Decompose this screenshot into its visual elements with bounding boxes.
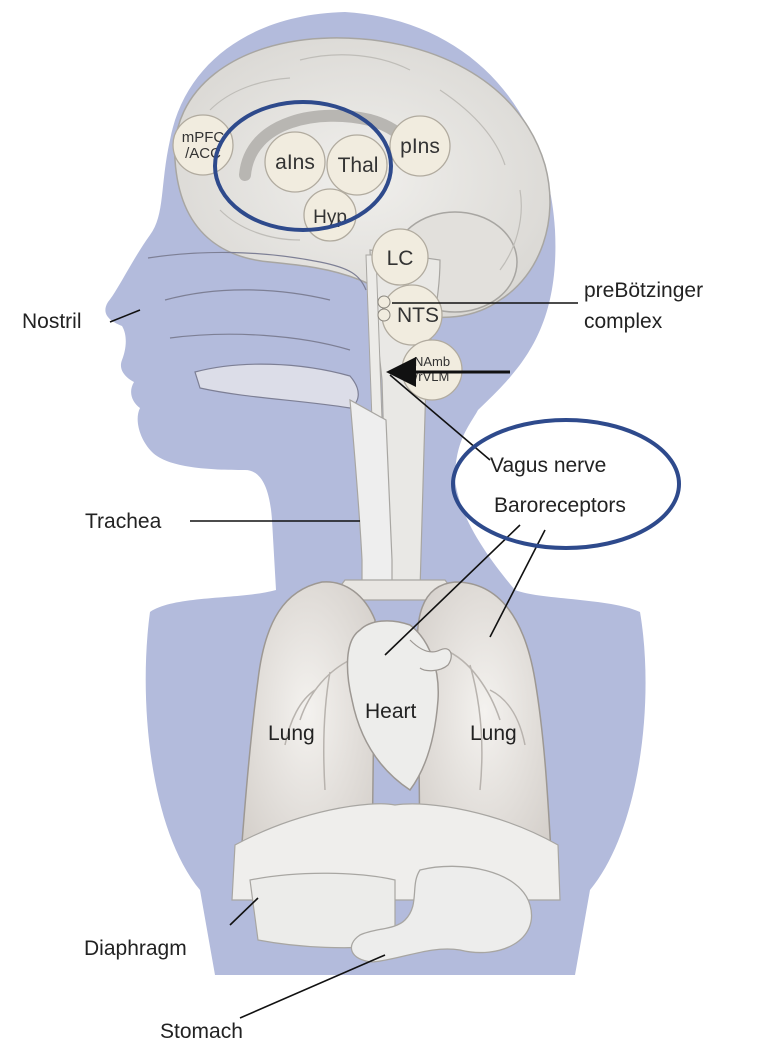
label-nts: NTS [397,304,439,327]
label-lung-left: Lung [268,722,315,745]
label-namb: NAmb [414,354,450,369]
label-lc: LC [387,247,414,270]
label-trachea: Trachea [85,510,162,533]
label-baroreceptors: Baroreceptors [494,494,626,517]
label-heart: Heart [365,700,417,723]
label-stomach: Stomach [160,1020,243,1043]
label-thal: Thal [338,154,379,177]
label-nostril: Nostril [22,310,82,333]
label-diaphragm: Diaphragm [84,937,187,960]
highlight-vagus-oval [453,420,679,548]
label-pins: pIns [400,135,440,158]
label-mpfc: mPFC [182,129,225,146]
label-prebotzinger-1: preBötzinger [584,279,703,302]
label-prebotzinger-2: complex [584,310,663,333]
label-lung-right: Lung [470,722,517,745]
label-vagus-nerve: Vagus nerve [490,454,606,477]
label-ains: aIns [275,151,315,174]
